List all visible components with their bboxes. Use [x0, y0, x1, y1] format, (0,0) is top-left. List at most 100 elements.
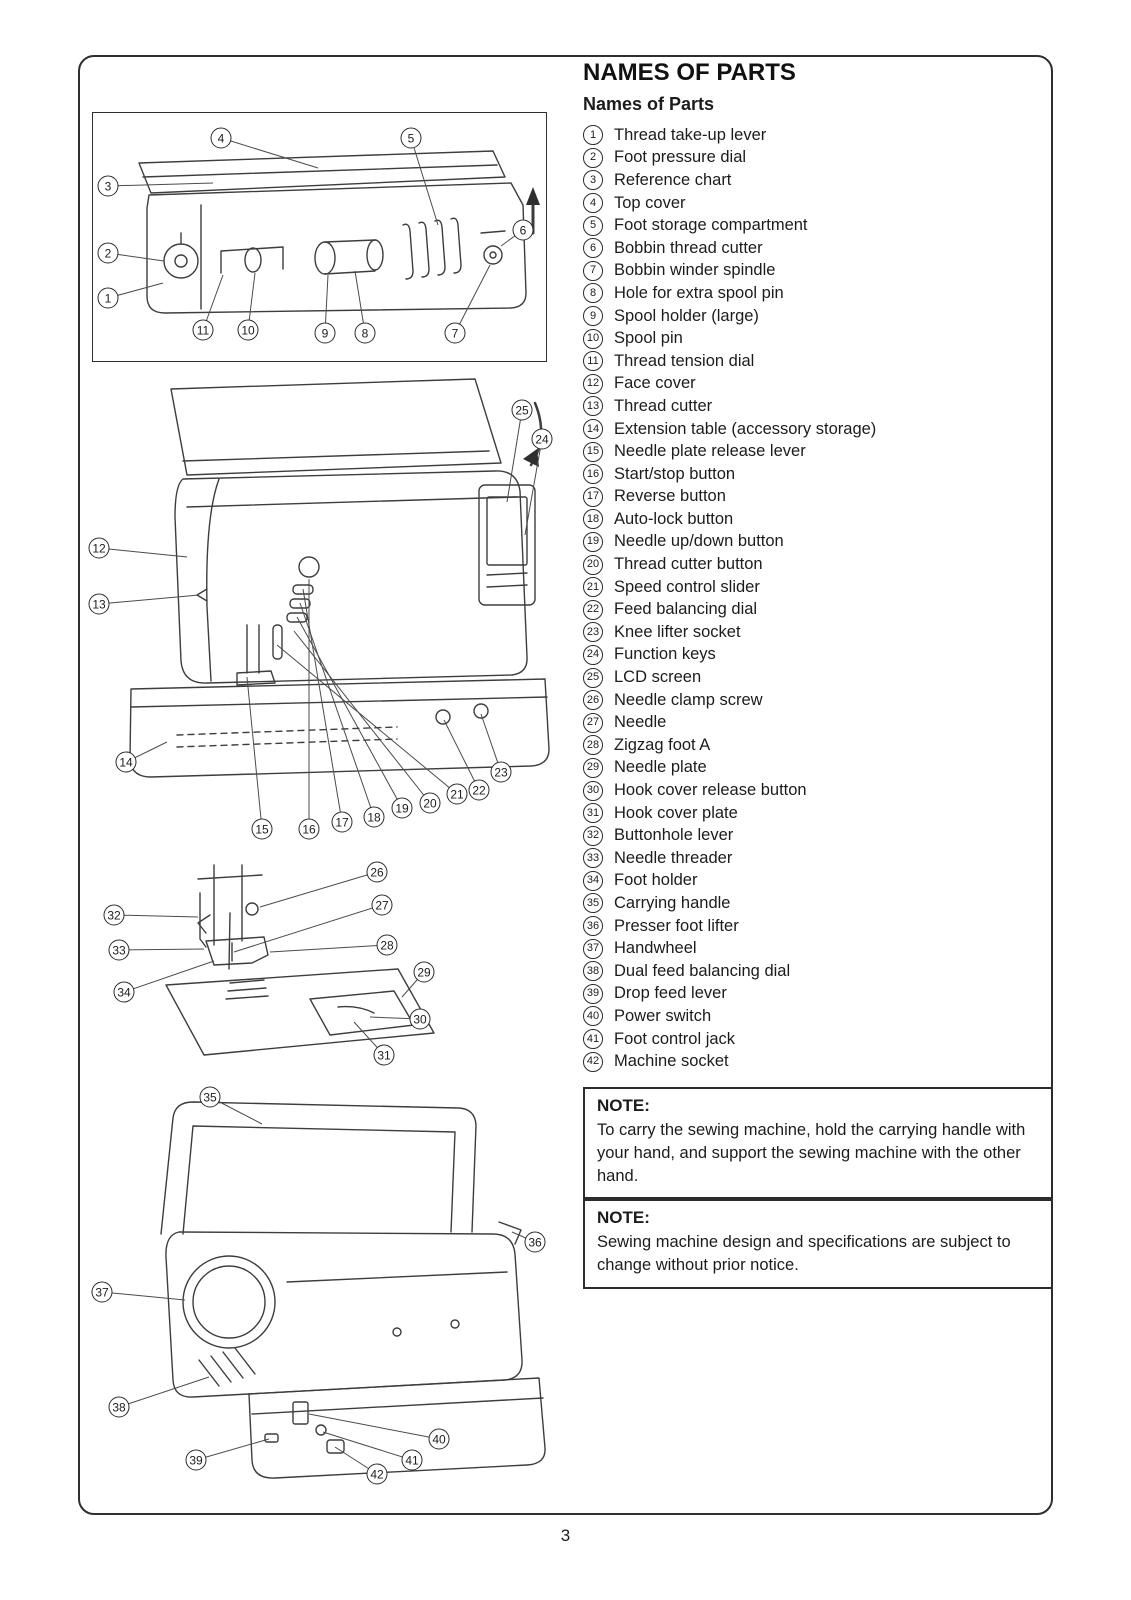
part-label: Spool holder (large): [614, 306, 759, 325]
part-label: Thread cutter: [614, 396, 713, 415]
part-number-badge: 32: [583, 825, 603, 846]
part-number-badge: 26: [583, 690, 603, 711]
part-label: Spool pin: [614, 329, 683, 348]
page-title: NAMES OF PARTS: [583, 59, 796, 86]
part-label: Start/stop button: [614, 464, 736, 483]
diagram-callout-36: 36: [524, 1231, 546, 1253]
section-subtitle: Names of Parts: [583, 94, 715, 114]
part-label: Function keys: [614, 645, 716, 664]
diagram-callout-37: 37: [91, 1281, 113, 1303]
part-label: Thread take-up lever: [614, 125, 767, 144]
note-title: NOTE:: [597, 1208, 650, 1227]
diagram-callout-17: 17: [331, 811, 353, 833]
diagram-callout-5: 5: [400, 127, 422, 149]
diagram-callout-18: 18: [363, 806, 385, 828]
diagram-callout-40: 40: [428, 1428, 450, 1450]
part-number-badge: 39: [583, 983, 603, 1004]
part-number-badge: 23: [583, 622, 603, 643]
part-number-badge: 3: [583, 170, 603, 191]
part-label: Carrying handle: [614, 893, 731, 912]
part-label: Power switch: [614, 1006, 712, 1025]
part-number-badge: 41: [583, 1029, 603, 1050]
diagram-callout-1: 1: [97, 287, 119, 309]
diagram-callout-42: 42: [366, 1463, 388, 1485]
part-number-badge: 16: [583, 464, 603, 485]
part-label: Foot control jack: [614, 1029, 736, 1048]
part-number-badge: 38: [583, 961, 603, 982]
diagram-callout-8: 8: [354, 322, 376, 344]
part-number-badge: 12: [583, 373, 603, 394]
diagram-callout-28: 28: [376, 934, 398, 956]
part-number-badge: 31: [583, 803, 603, 824]
part-number-badge: 28: [583, 735, 603, 756]
diagram-callout-12: 12: [88, 537, 110, 559]
sewing-machine-top-view-sketch: [138, 150, 540, 314]
note-title: NOTE:: [597, 1096, 650, 1115]
part-number-badge: 34: [583, 870, 603, 891]
part-number-badge: 36: [583, 916, 603, 937]
parts-list: 1 Thread take-up lever 2 Foot pressure dial…: [583, 124, 1051, 1073]
part-item: 41 Foot control jack: [583, 1028, 1051, 1051]
part-number-badge: 27: [583, 712, 603, 733]
diagram-callout-16: 16: [298, 818, 320, 840]
diagram-callout-35: 35: [199, 1086, 221, 1108]
part-number-badge: 11: [583, 351, 603, 372]
part-item: 12 Face cover: [583, 373, 1051, 396]
part-number-badge: 25: [583, 667, 603, 688]
part-item: 1 Thread take-up lever: [583, 124, 1051, 147]
note-box-specifications: NOTE: Sewing machine design and specific…: [583, 1199, 1053, 1289]
note-box-carrying: NOTE: To carry the sewing machine, hold …: [583, 1087, 1053, 1200]
part-number-badge: 15: [583, 441, 603, 462]
part-number-badge: 37: [583, 938, 603, 959]
diagram-callout-3: 3: [97, 175, 119, 197]
parts-text-column: NAMES OF PARTS Names of Parts 1 Thread ta…: [583, 59, 1051, 1073]
part-item: 16 Start/stop button: [583, 463, 1051, 486]
diagram-callout-38: 38: [108, 1396, 130, 1418]
leader-lines-front-view: [98, 409, 543, 830]
part-label: Thread tension dial: [614, 351, 755, 370]
note-body: Sewing machine design and specifications…: [597, 1233, 1011, 1274]
part-label: Face cover: [614, 374, 696, 393]
part-label: Speed control slider: [614, 577, 760, 596]
part-label: Knee lifter socket: [614, 622, 741, 641]
part-number-badge: 21: [583, 577, 603, 598]
diagram-callout-10: 10: [237, 319, 259, 341]
part-number-badge: 33: [583, 848, 603, 869]
part-label: Machine socket: [614, 1052, 729, 1071]
diagram-callout-25: 25: [511, 399, 533, 421]
part-label: Foot pressure dial: [614, 148, 747, 167]
diagram-callout-11: 11: [192, 319, 214, 341]
part-number-badge: 10: [583, 328, 603, 349]
diagram-callout-23: 23: [490, 761, 512, 783]
part-label: Needle up/down button: [614, 532, 784, 551]
sewing-machine-rear-view-sketch: [160, 1101, 546, 1479]
part-label: Foot storage compartment: [614, 216, 808, 235]
part-number-badge: 1: [583, 125, 603, 146]
part-number-badge: 2: [583, 147, 603, 168]
leader-lines-needle-area: [113, 871, 425, 1056]
diagram-callout-21: 21: [446, 783, 468, 805]
part-label: Bobbin thread cutter: [614, 238, 763, 257]
part-label: Thread cutter button: [614, 555, 763, 574]
